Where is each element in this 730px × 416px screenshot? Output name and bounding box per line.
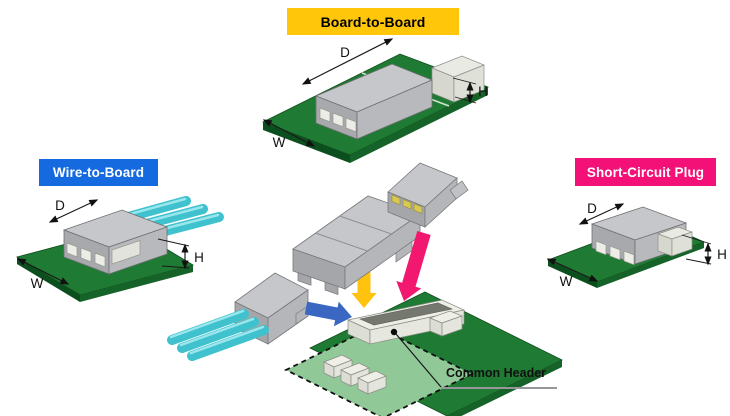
wire-to-board-illustration: D W H: [15, 196, 224, 302]
wire-to-board-plug: [167, 272, 309, 361]
wire: [187, 325, 269, 361]
short-circuit-plug-label: Short-Circuit Plug: [575, 158, 716, 186]
dimension-w-arrow: [546, 258, 599, 282]
board-to-board-plug: [292, 195, 421, 295]
dimension-w-label: W: [560, 274, 573, 289]
dimension-d-label: D: [587, 201, 597, 216]
connector-body: [62, 209, 169, 275]
dimension-annotations: [16, 199, 190, 285]
common-header-label: Common Header: [446, 366, 547, 380]
wire: [167, 309, 249, 345]
callout-dot: [390, 328, 398, 336]
short-circuit-plug-part: [387, 162, 469, 228]
dimension-annotations: [262, 38, 477, 147]
dimension-w-label: W: [31, 276, 44, 291]
dimension-d-arrow: [578, 203, 625, 225]
dimension-h-label: H: [717, 247, 727, 262]
dimension-d-arrow: [301, 38, 394, 85]
wire: [177, 317, 259, 353]
common-footprint-area: [283, 324, 475, 416]
board-to-board-label: Board-to-Board: [287, 8, 459, 35]
dimension-d-label: D: [340, 45, 350, 60]
dimension-w-arrow: [262, 119, 316, 147]
dimension-d-arrow: [48, 199, 99, 223]
dimension-h-label: H: [194, 250, 204, 265]
dimension-h-label: H: [478, 84, 488, 99]
common-header: [323, 299, 466, 395]
callout-leader-line: [395, 333, 442, 388]
dimension-w-arrow: [16, 258, 70, 285]
dimension-d-label: D: [55, 198, 65, 213]
dimension-w-label: W: [273, 135, 286, 150]
connector-body: [590, 206, 694, 266]
short-circuit-plug-illustration: D W H: [546, 201, 727, 289]
dimension-annotations: [546, 203, 712, 282]
blue-arrow-icon: [304, 301, 352, 327]
board-to-board-illustration: D W H: [262, 38, 490, 163]
center-assembly-illustration: [167, 162, 563, 416]
wire-to-board-label: Wire-to-Board: [39, 159, 158, 186]
pink-arrow-icon: [396, 231, 431, 301]
